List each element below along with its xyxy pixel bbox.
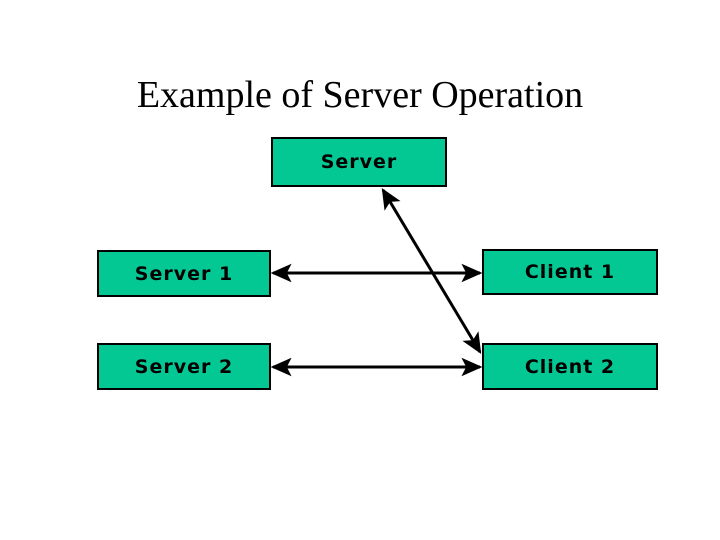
node-server-2[interactable]: Server 2 bbox=[97, 343, 271, 390]
node-server-1[interactable]: Server 1 bbox=[97, 250, 271, 297]
page-title: Example of Server Operation bbox=[136, 74, 584, 116]
connector-server-client2 bbox=[381, 187, 482, 355]
node-client-1[interactable]: Client 1 bbox=[482, 249, 658, 295]
node-server[interactable]: Server bbox=[271, 137, 447, 187]
node-client-2[interactable]: Client 2 bbox=[482, 343, 658, 390]
